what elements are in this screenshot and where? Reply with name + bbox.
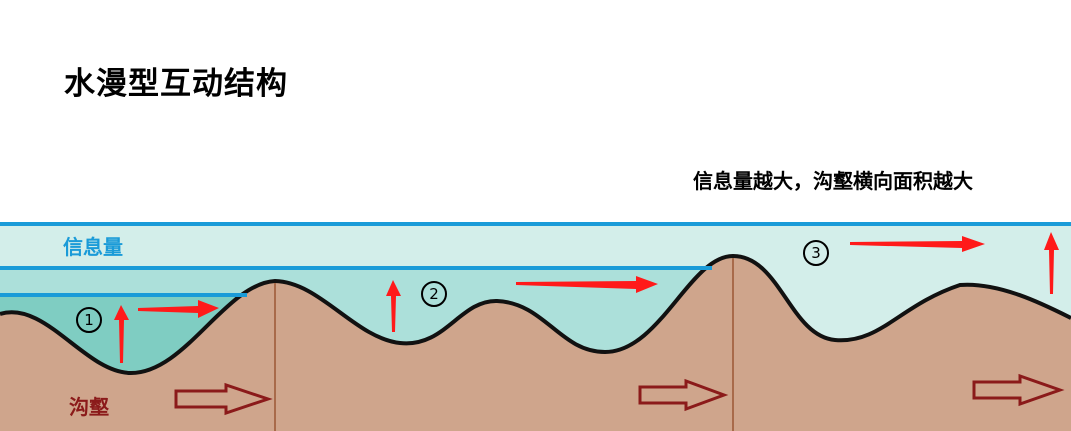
- marker-1: 1: [76, 307, 102, 333]
- gully-label: 沟壑: [69, 395, 109, 419]
- diagram-caption: 信息量越大，沟壑横向面积越大: [693, 169, 973, 193]
- up-arrow: [114, 305, 129, 363]
- info-volume-label: 信息量: [63, 235, 123, 259]
- up-arrow: [386, 280, 401, 332]
- up-arrow: [1044, 232, 1059, 294]
- flow-arrow: [638, 378, 729, 412]
- terrain: [0, 256, 1071, 431]
- right-arrow: [850, 236, 985, 252]
- flow-arrow: [972, 373, 1065, 407]
- marker-2: 2: [421, 281, 447, 307]
- flow-arrow: [174, 382, 273, 416]
- page-title: 水漫型互动结构: [64, 66, 288, 102]
- right-arrow: [516, 276, 658, 293]
- marker-3: 3: [803, 240, 829, 266]
- terrain-outline: [0, 253, 1071, 376]
- right-arrow: [138, 300, 219, 318]
